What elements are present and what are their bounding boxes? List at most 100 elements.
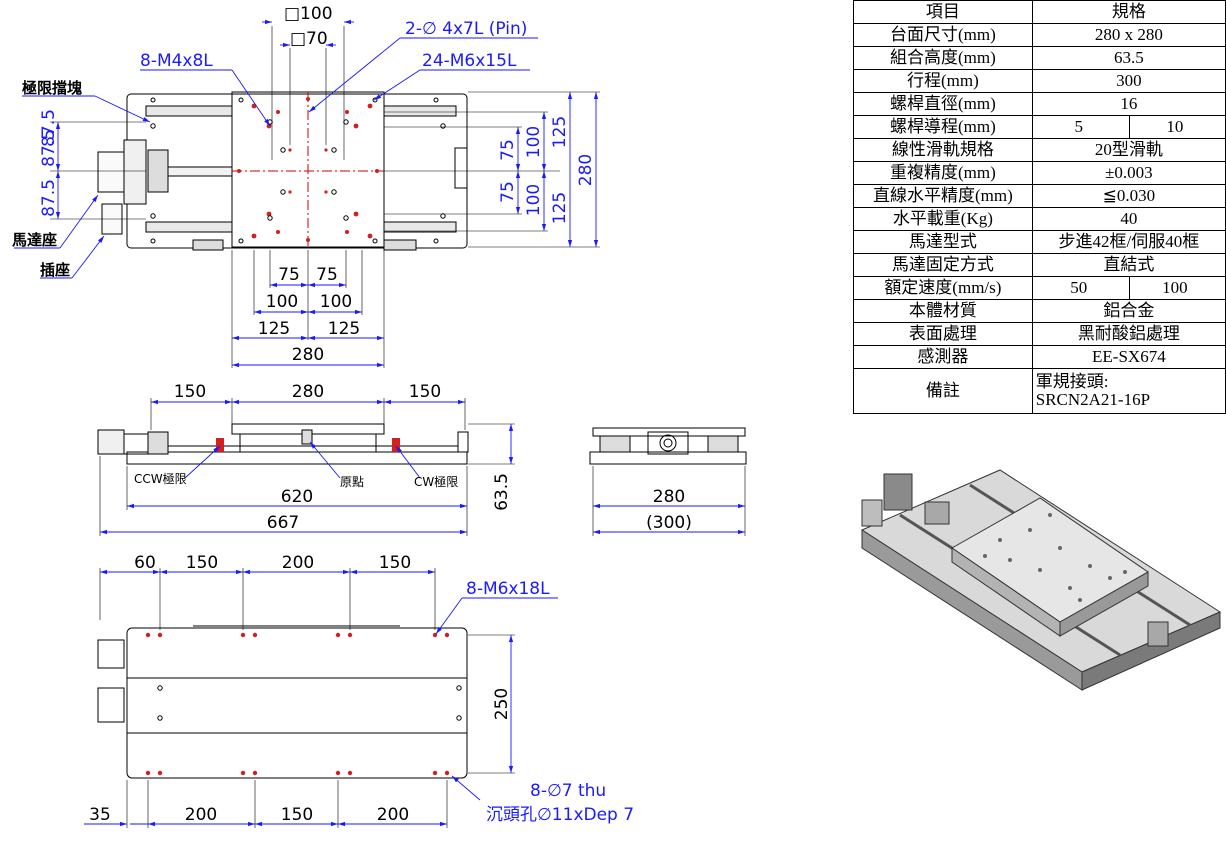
isometric-view [860,469,1222,691]
dim-right-100a: 100 [524,126,544,158]
iso-table-holes [983,513,1127,602]
remark-row: 備註 軍規接頭:SRCN2A21-16P [853,368,1226,414]
row-label: 馬達型式 [853,230,1033,254]
rail-bottom-right [383,221,457,233]
dim-bottom-280: 280 [292,345,324,365]
end-rail-left [599,435,631,453]
table-row: 馬達固定方式直結式 [853,253,1226,277]
label-motor-seat: 馬達座 [12,231,57,249]
dim-right-75a: 75 [498,139,518,161]
rail-bottom-left [145,221,233,233]
label-cw: CW極限 [414,474,458,489]
side-extension-lines [99,398,515,536]
side-coupling [123,433,149,455]
top-view [50,26,600,368]
dim-side-150a: 150 [174,382,206,402]
row-value: 300 [1031,69,1226,93]
dim-right-125b: 125 [550,192,570,224]
bottom-holes-bottom [145,770,450,776]
limit-sensor-left [192,239,224,251]
motor-mount [123,139,147,205]
label-m6: 24-M6x15L [422,51,517,71]
dim-side-667: 667 [267,513,299,533]
bottom-extension-lines [99,568,515,828]
bottom-view-labels: 60 150 200 150 8-M6x18L 250 8-∅7 thu 沉頭孔… [89,553,634,825]
dim-bottom-125a: 125 [258,319,290,339]
row-label: 螺桿導程(mm) [853,115,1033,139]
dim-bottomview-200b: 200 [377,805,409,825]
table-row: 螺桿導程(mm) 5 10 [853,115,1226,139]
label-bottom-m6: 8-M6x18L [466,579,550,599]
table-row: 直線水平精度(mm)≦0.030 [853,184,1226,208]
header-spec: 規格 [1031,0,1226,24]
table-row: 本體材質鋁合金 [853,299,1226,323]
row-label: 本體材質 [853,299,1033,323]
table-row: 台面尺寸(mm)280 x 280 [853,23,1226,47]
end-bearing [454,147,468,189]
dim-bottom-width: 250 [492,688,512,720]
dim-bottom-60: 60 [134,553,156,573]
row-label: 表面處理 [853,322,1033,346]
dim-right-125a: 125 [550,116,570,148]
end-view [589,427,747,536]
row-value: 直結式 [1031,253,1226,277]
side-base [126,451,468,465]
side-end-bearing [457,431,469,453]
remark-line1: 軍規接頭: [1035,372,1109,391]
label-sq100: □100 [284,4,333,24]
side-view-labels: 150 280 150 CCW極限 原點 CW極限 620 667 63.5 [134,382,512,533]
bottom-socket [97,639,125,669]
table-holes [237,97,379,242]
row-label: 螺桿直徑(mm) [853,92,1033,116]
origin-sensor [301,429,313,445]
iso-socket [861,499,883,527]
top-view-labels: □100 □70 2-∅ 4x7L (Pin) 8-M4x8L 24-M6x15… [12,4,596,365]
end-rail-right [707,435,739,453]
table-row: 重複精度(mm)±0.003 [853,161,1226,185]
value-b: 10 [1166,117,1184,136]
dim-bottom-100a: 100 [266,292,298,312]
dim-bottom-35: 35 [89,805,111,825]
iso-bearing [924,501,950,525]
table-row: 螺桿直徑(mm)16 [853,92,1226,116]
dim-left-87-5a: 87.5 [39,129,59,167]
bottom-holes-top [145,632,450,638]
ball-screw [163,166,233,177]
dim-bottom-125b: 125 [328,319,360,339]
label-limit-block: 極限擋塊 [21,79,82,97]
table-row: 組合高度(mm)63.5 [853,46,1226,70]
iso-table-side [1059,571,1149,637]
side-view [97,398,515,536]
dim-bottomview-150b: 150 [379,553,411,573]
header-item: 項目 [853,0,1033,24]
bottom-motor [97,687,125,723]
bottom-outline [126,627,468,779]
row-value: 40 [1031,207,1226,231]
iso-end-bearing [1147,621,1169,647]
label-sq70: □70 [290,29,328,49]
dim-side-height: 63.5 [492,473,512,511]
end-nut-block [647,431,689,455]
side-motor [97,429,125,455]
dim-right-280: 280 [576,154,596,186]
label-socket: 插座 [40,261,70,279]
label-through-hole: 8-∅7 thu [530,781,606,801]
end-screw-circle [659,434,677,452]
label-m4: 8-M4x8L [140,51,213,71]
iso-base-side [1081,611,1221,691]
extension-lines [50,26,600,368]
side-view-dimensions [100,399,514,535]
dim-end-stroke: (300) [646,513,692,533]
bottom-mid-holes [157,685,462,721]
row-value: ±0.003 [1031,161,1226,185]
dim-side-620: 620 [281,487,313,507]
dim-bottom-75a: 75 [278,265,300,285]
dim-left-87-5b: 87.5 [39,109,59,147]
dim-bottomview-150c: 150 [281,805,313,825]
side-bearing [147,431,169,455]
value-a: 5 [1074,117,1083,136]
table-row: 行程(mm)300 [853,69,1226,93]
dim-end-width: 280 [653,487,685,507]
cw-sensor [392,438,400,452]
